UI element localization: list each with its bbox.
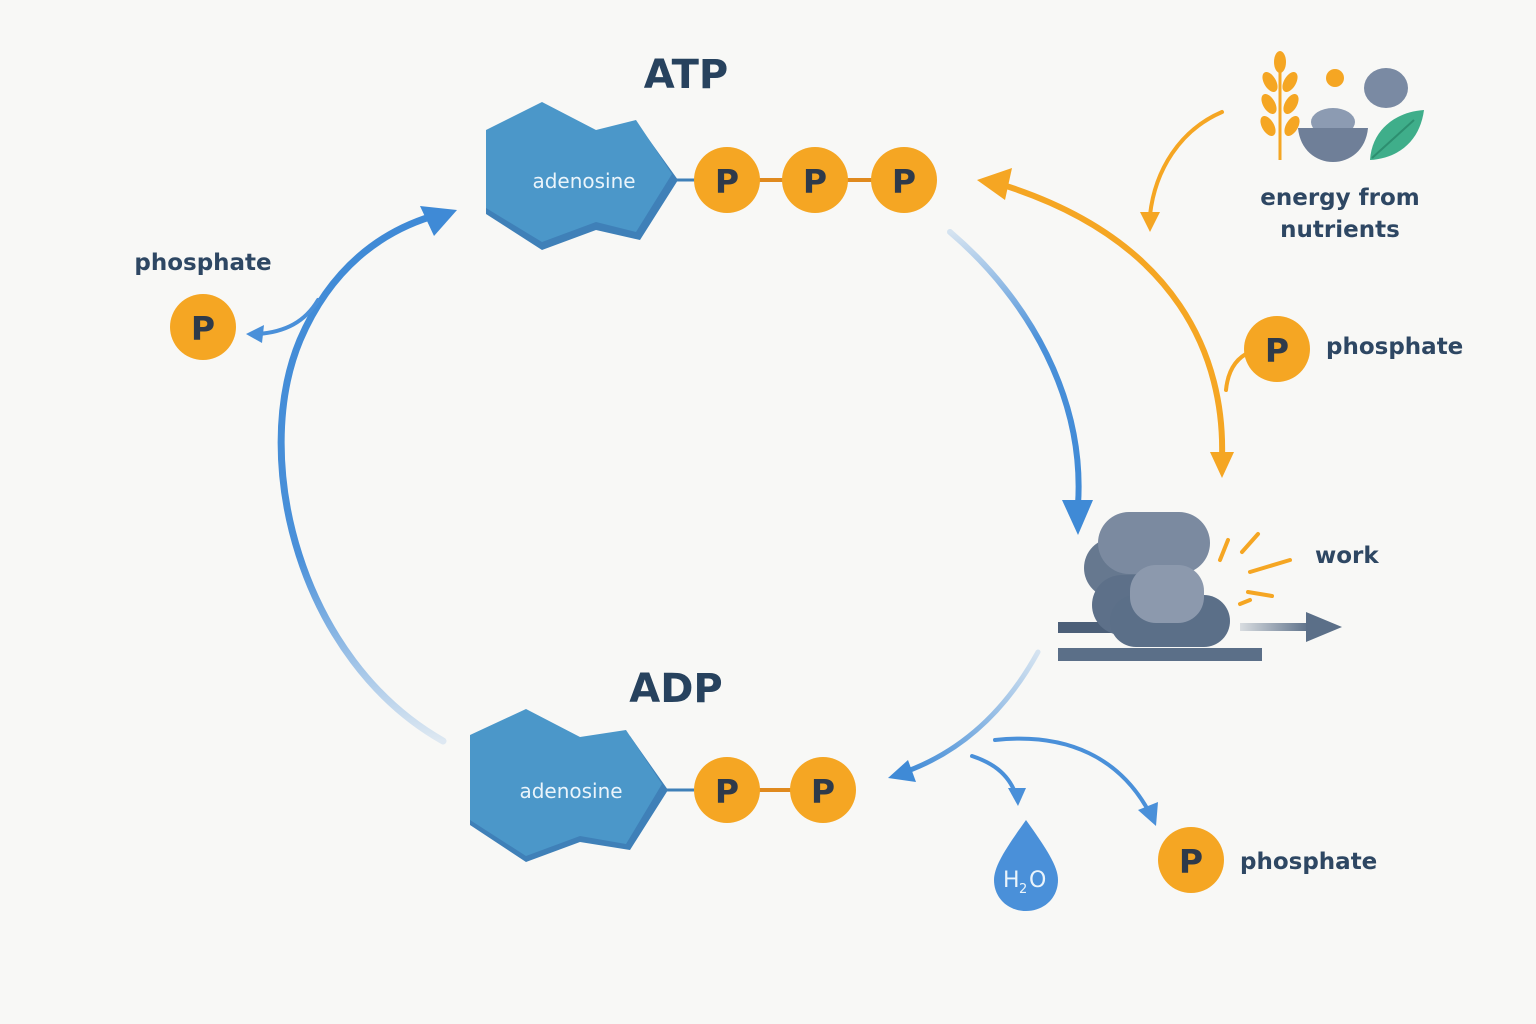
work-label: work	[1315, 543, 1379, 569]
water-arrowhead	[1008, 788, 1026, 806]
atp-phosphate-2-label: P	[803, 162, 827, 201]
atp-phosphate-2	[782, 147, 848, 213]
motor-protein-icon	[1058, 512, 1262, 661]
bowl-icon	[1298, 108, 1368, 162]
burst-icon	[1218, 532, 1292, 606]
nutrients-icon	[1260, 51, 1424, 162]
nut-icon	[1364, 68, 1408, 108]
left-phosphate-branch	[256, 298, 320, 336]
atp-adenosine-label: adenosine	[532, 169, 635, 193]
adp-adenosine-label: adenosine	[519, 779, 622, 803]
right-cycle-arrowhead	[1062, 500, 1093, 535]
filament-stub	[1058, 622, 1118, 633]
filament-track	[1058, 648, 1262, 661]
bottom-phosphate-arrowhead	[1138, 802, 1158, 826]
adp-phosphate-1-label: P	[715, 772, 739, 811]
atp-adenosine	[486, 102, 672, 242]
water-droplet-icon: H 2 O	[994, 820, 1058, 911]
work-motion-arrow	[1240, 623, 1310, 631]
nutrient-energy-arrowhead	[1140, 212, 1160, 232]
left-cycle-arrowhead	[420, 206, 457, 236]
right-cycle-arrow	[947, 229, 1082, 508]
left-phosphate-circle	[170, 294, 236, 360]
wheat-icon	[1260, 51, 1300, 160]
atp-phosphate-3	[871, 147, 937, 213]
left-phosphate-label: phosphate	[134, 250, 271, 276]
work-energy-arrowhead	[1210, 452, 1234, 478]
leaf-icon	[1370, 110, 1424, 160]
atp-phosphate-3-label: P	[892, 162, 916, 201]
water-o: O	[1029, 868, 1046, 893]
energy-label-line2: nutrients	[1280, 217, 1400, 243]
atp-phosphate-1-label: P	[715, 162, 739, 201]
adp-molecule: adenosine P P	[470, 709, 856, 862]
left-phosphate-arrowhead	[246, 325, 264, 343]
adp-adenosine	[470, 709, 662, 856]
atp-synthesis-arrowhead	[977, 168, 1012, 200]
adp-title: ADP	[629, 666, 722, 712]
work-motion-arrowhead	[1306, 612, 1342, 642]
right-phosphate-label: phosphate	[1326, 334, 1463, 360]
atp-title: ATP	[644, 52, 728, 98]
bottom-phosphate-symbol: P	[1179, 842, 1203, 881]
right-phosphate-circle	[1244, 316, 1310, 382]
atp-synthesis-arrow	[997, 181, 1226, 461]
atp-phosphate-1	[694, 147, 760, 213]
water-sub: 2	[1019, 882, 1027, 897]
lower-cycle-arrow	[902, 649, 1041, 775]
water-h: H	[1003, 868, 1020, 893]
seed-icon	[1326, 69, 1344, 87]
atp-molecule: adenosine P P P	[486, 102, 937, 250]
adp-phosphate-2-label: P	[811, 772, 835, 811]
bottom-phosphate-branch	[993, 736, 1150, 812]
left-phosphate-symbol: P	[191, 309, 215, 348]
adp-phosphate-1	[694, 757, 760, 823]
bottom-phosphate-label: phosphate	[1240, 849, 1377, 875]
lower-cycle-arrowhead	[888, 760, 916, 782]
energy-label-line1: energy from	[1260, 185, 1420, 211]
nutrient-energy-arrow	[1148, 110, 1224, 217]
right-phosphate-symbol: P	[1265, 331, 1289, 370]
left-cycle-arrow	[277, 210, 447, 745]
adp-phosphate-2	[790, 757, 856, 823]
bottom-phosphate-circle	[1158, 827, 1224, 893]
